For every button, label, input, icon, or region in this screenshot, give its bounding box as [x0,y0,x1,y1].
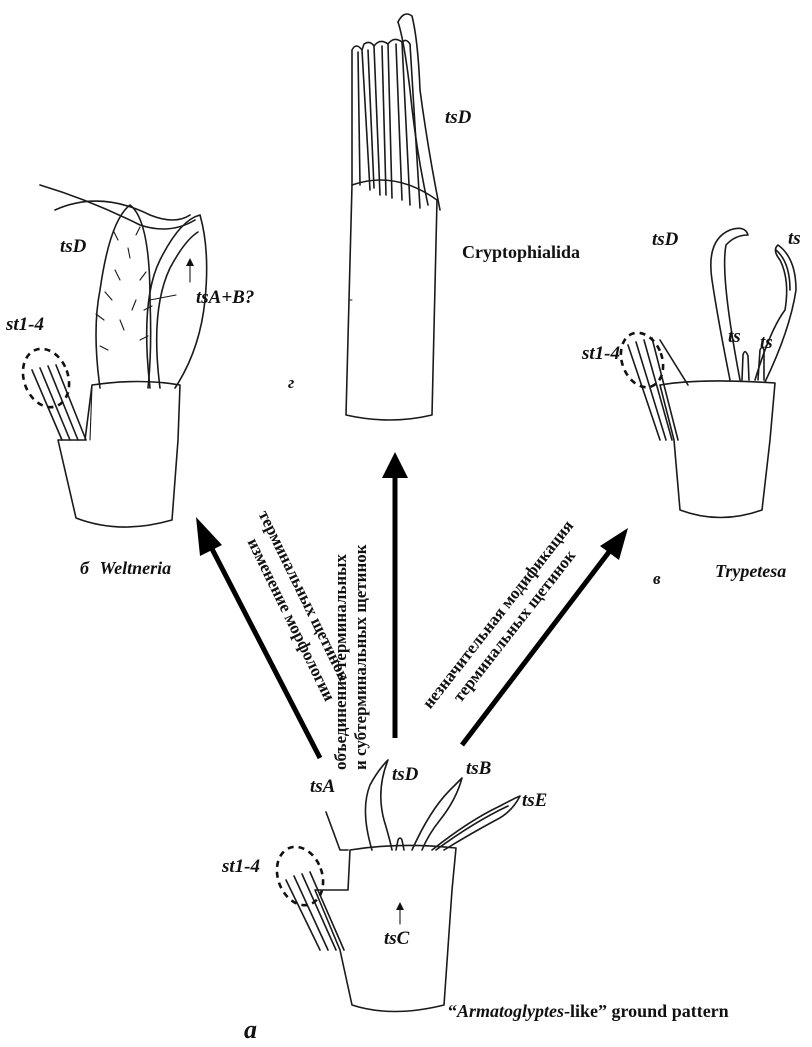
arrow-center-line2: и субтерминальных щетинок [351,544,370,770]
label-tsE: tsE [522,790,547,811]
label-tsD-left: tsD [60,236,87,257]
label-tsA: tsA [310,776,335,797]
label-st1-4-right: st1-4 [581,343,620,364]
ground-rest: -like” ground pattern [564,1001,729,1021]
arrow-center-line1: объединение терминальных [331,554,350,770]
label-cryptophialida: Cryptophialida [462,242,580,262]
label-tsD-right: tsD [652,229,679,250]
label-tsB: tsB [466,758,491,779]
evolution-arrows [196,452,628,758]
trypetesa-drawing [614,228,796,517]
arrow-right-text: незначительная модификация терминальных … [418,516,592,724]
arrow-center-head [382,452,408,478]
label-tsD-bottom: tsD [392,764,419,785]
label-st1-4-left: st1-4 [5,314,44,335]
arrow-right-line1: незначительная модификация [418,516,577,712]
caption-ground-pattern: “Armatoglyptes-like” ground pattern [448,1001,729,1021]
weltneria-name: Weltneria [99,558,171,578]
label-tsD-top: tsD [445,107,472,128]
label-tsC: tsC [384,928,410,949]
arrow-center-text: объединение терминальных и субтерминальн… [331,544,370,770]
ground-pattern-drawing [269,760,520,1012]
label-ts-right-top: ts [788,228,801,249]
panel-letter-v: в [653,569,661,588]
panel-letter-b: б [80,558,90,578]
label-ts-right-mid1: ts [728,326,741,347]
label-st1-4-bottom: st1-4 [221,856,260,877]
arrow-left-head [196,517,222,556]
arrow-right-line2: терминальных щетинок [449,546,579,706]
ground-genus: Armatoglyptes [456,1001,564,1021]
panel-letter-g: г [288,373,294,392]
cryptophialida-drawing [346,14,440,420]
weltneria-drawing [15,185,207,527]
ground-quote-open: “ [448,1001,457,1021]
caption-weltneria: б Weltneria [80,558,171,578]
panel-letter-a: а [244,1015,257,1044]
label-ts-right-mid2: ts [760,332,773,353]
label-tsAB: tsA+B? [196,287,254,308]
caption-trypetesa: Trypetesa [715,561,786,581]
